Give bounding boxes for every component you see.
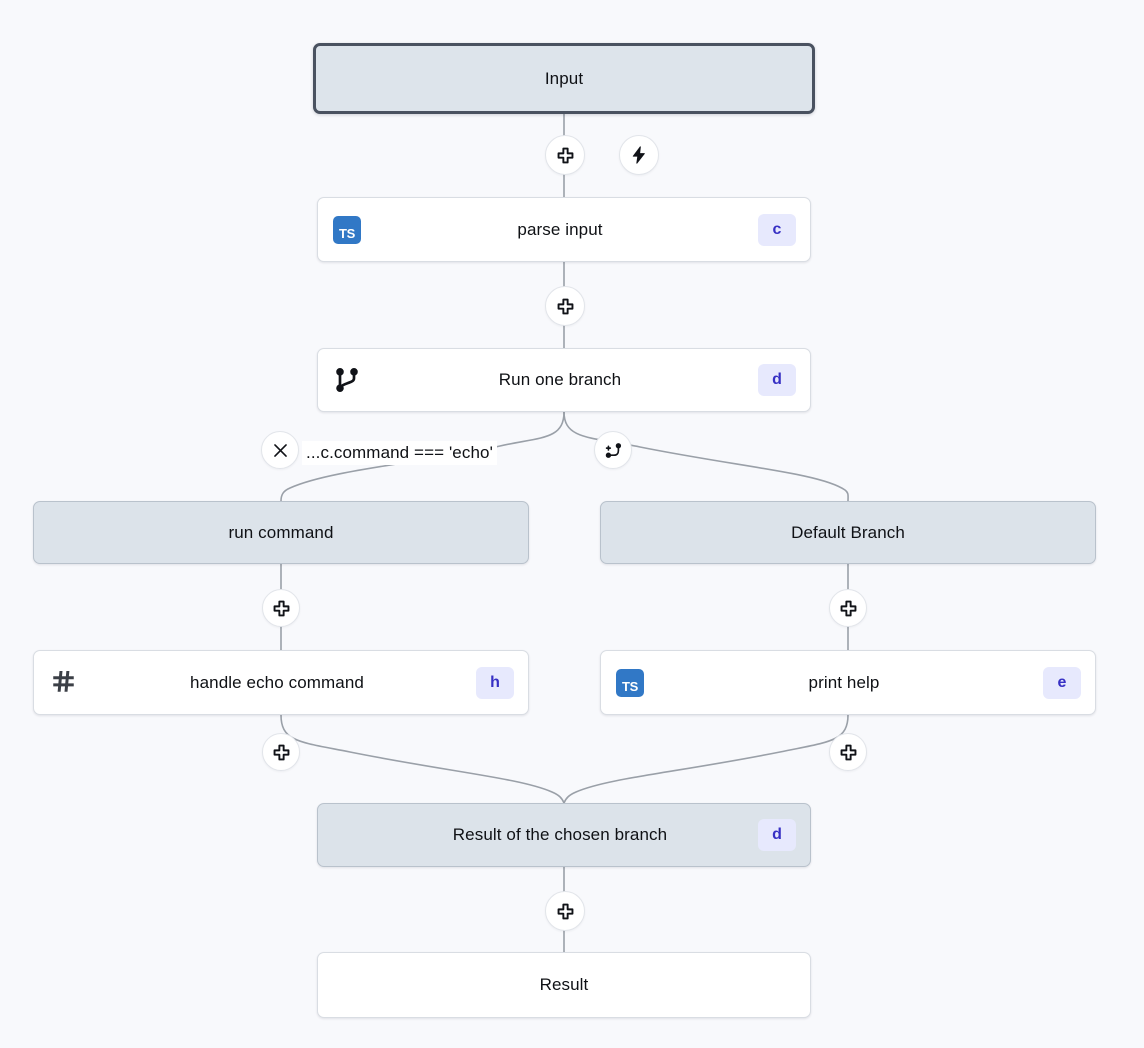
- add-step-button-left-lower[interactable]: [262, 733, 300, 771]
- typescript-icon: TS: [332, 215, 362, 245]
- node-result-of-chosen-branch-badge: d: [758, 819, 796, 851]
- add-step-button-input-parse[interactable]: [545, 135, 585, 175]
- add-step-button-left-upper[interactable]: [262, 589, 300, 627]
- node-default-branch[interactable]: Default Branch: [600, 501, 1096, 564]
- add-branch-button[interactable]: [594, 431, 632, 469]
- node-input[interactable]: Input: [313, 43, 815, 114]
- node-run-one-branch-label: Run one branch: [498, 370, 622, 389]
- git-branch-icon: [332, 365, 362, 395]
- node-print-help[interactable]: TS print help e: [600, 650, 1096, 715]
- add-step-button-result[interactable]: [545, 891, 585, 931]
- node-result-label: Result: [539, 975, 589, 994]
- node-parse-input-label: parse input: [517, 219, 603, 239]
- script-hash-icon: [48, 668, 78, 698]
- node-result[interactable]: Result: [317, 952, 811, 1018]
- node-handle-echo-command[interactable]: handle echo command h: [33, 650, 529, 715]
- node-handle-echo-command-label: handle echo command: [190, 672, 364, 692]
- trigger-button[interactable]: [619, 135, 659, 175]
- node-run-one-branch-badge: d: [758, 364, 796, 396]
- node-handle-echo-command-badge: h: [476, 666, 514, 699]
- node-run-command-label: run command: [228, 522, 334, 542]
- add-step-button-right-lower[interactable]: [829, 733, 867, 771]
- node-run-one-branch[interactable]: Run one branch d: [317, 348, 811, 412]
- edge-handle-to-result: [280, 714, 565, 804]
- node-default-branch-label: Default Branch: [791, 522, 905, 542]
- add-step-button-right-upper[interactable]: [829, 589, 867, 627]
- edge-printhelp-to-result: [563, 714, 849, 804]
- typescript-icon: TS: [615, 668, 645, 698]
- add-step-button-parse-branch[interactable]: [545, 286, 585, 326]
- node-parse-input[interactable]: TS parse input c: [317, 197, 811, 262]
- node-parse-input-badge: c: [758, 213, 796, 246]
- node-run-command[interactable]: run command: [33, 501, 529, 564]
- node-print-help-label: print help: [808, 672, 880, 692]
- node-result-of-chosen-branch[interactable]: Result of the chosen branch d: [317, 803, 811, 867]
- node-result-of-chosen-branch-label: Result of the chosen branch: [452, 825, 668, 844]
- node-input-label: Input: [544, 68, 584, 88]
- remove-branch-button[interactable]: [261, 431, 299, 469]
- node-print-help-badge: e: [1043, 666, 1081, 699]
- branch-condition-label: ...c.command === 'echo': [302, 441, 497, 465]
